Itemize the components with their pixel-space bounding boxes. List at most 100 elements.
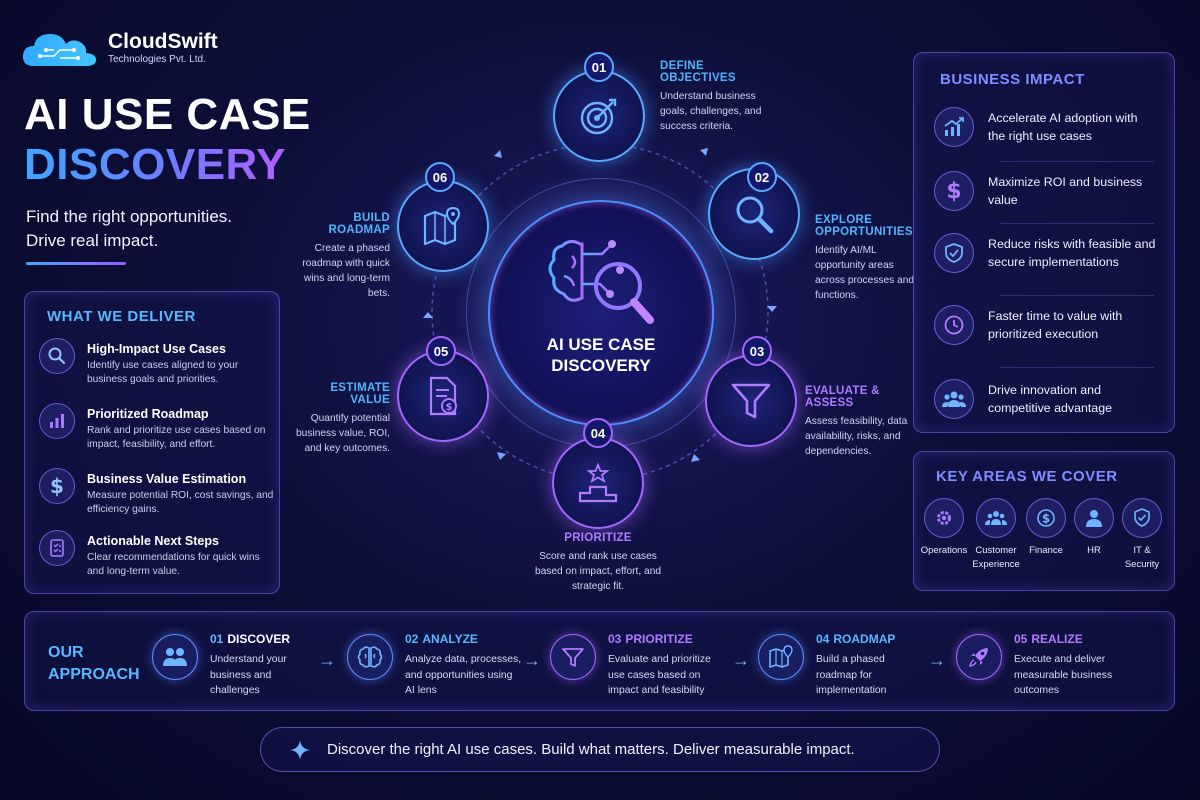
approach-step-text: Build a phased roadmap for implementatio…: [816, 654, 887, 696]
step-text: Score and rank use cases based on impact…: [534, 551, 662, 592]
area-label: Operations: [920, 545, 968, 556]
funnel-icon: [731, 383, 771, 419]
key-areas-panel: KEY AREAS WE COVER Operations Customer E…: [913, 451, 1175, 591]
brand-subtitle: Technologies Pvt. Ltd.: [108, 54, 206, 65]
map-pin-icon: [423, 206, 461, 246]
what-we-deliver-panel: WHAT WE DELIVER High-Impact Use Cases Id…: [24, 291, 280, 594]
team-icon: [934, 379, 974, 419]
approach-step-text: Analyze data, processes, and opportuniti…: [405, 654, 522, 696]
deliver-item-title: Business Value Estimation: [87, 472, 247, 486]
deliver-item-title: Actionable Next Steps: [87, 534, 219, 548]
impact-divider: [1000, 367, 1154, 368]
impact-divider: [1000, 295, 1154, 296]
deliver-item: Actionable Next Steps Clear recommendati…: [39, 530, 275, 579]
step-title: ESTIMATE VALUE: [330, 382, 390, 406]
target-icon: [580, 98, 617, 135]
impact-title: BUSINESS IMPACT: [940, 71, 1085, 88]
hero-tagline: Find the right opportunities. Drive real…: [26, 205, 232, 253]
trend-up-icon: [934, 107, 974, 147]
impact-item-text: Maximize ROI and business value: [988, 175, 1143, 207]
area-item: $ Finance: [1020, 498, 1072, 558]
approach-step-num: 02: [405, 632, 419, 646]
approach-step-num: 05: [1014, 632, 1028, 646]
impact-item-text: Reduce risks with feasible and secure im…: [988, 237, 1156, 269]
area-item: HR: [1068, 498, 1120, 558]
step-02-number: 02: [747, 162, 777, 192]
approach-step-num: 04: [816, 632, 830, 646]
step-title: EVALUATE & ASSESS: [805, 385, 880, 409]
approach-step-text: Evaluate and prioritize use cases based …: [608, 654, 711, 696]
rocket-icon: [956, 634, 1002, 680]
arrow-right-icon: →: [318, 650, 336, 670]
tagline-line2: Drive real impact.: [26, 231, 159, 250]
brain-magnifier-icon: [548, 239, 654, 324]
deliver-item-text: Rank and prioritize use cases based on i…: [87, 425, 266, 450]
search-icon: [39, 338, 75, 374]
impact-item-text: Accelerate AI adoption with the right us…: [988, 111, 1138, 143]
deliver-item-text: Identify use cases aligned to your busin…: [87, 360, 239, 385]
approach-step-num: 01: [210, 632, 224, 646]
checklist-icon: [39, 530, 75, 566]
core-title-line1: AI USE CASE: [546, 335, 656, 354]
step-06-node: [397, 180, 489, 272]
step-text: Assess feasibility, data availability, r…: [805, 416, 908, 457]
impact-divider: [1000, 161, 1154, 162]
shield-check-icon: [934, 233, 974, 273]
approach-title-line1: OUR: [48, 644, 84, 661]
impact-item-text: Drive innovation and competitive advanta…: [988, 383, 1112, 415]
deliver-item-title: Prioritized Roadmap: [87, 407, 209, 421]
step-title: BUILD ROADMAP: [328, 212, 390, 236]
approach-step-num: 03: [608, 632, 622, 646]
arrow-right-icon: →: [928, 650, 946, 670]
step-04-label: PRIORITIZE Score and rank use cases base…: [528, 532, 668, 594]
sparkle-icon: [290, 739, 310, 760]
impact-item: Accelerate AI adoption with the right us…: [934, 107, 1158, 147]
step-04-number: 04: [583, 418, 613, 448]
shield-check-icon: [1122, 498, 1162, 538]
impact-item: Reduce risks with feasible and secure im…: [934, 233, 1158, 273]
step-01-node: [553, 70, 645, 162]
map-pin-icon: [758, 634, 804, 680]
svg-text:$: $: [446, 402, 453, 413]
approach-step-name: REALIZE: [1031, 632, 1083, 646]
gear-icon: [924, 498, 964, 538]
impact-divider: [1000, 223, 1154, 224]
step-title: PRIORITIZE: [564, 532, 632, 544]
core-title: AI USE CASE DISCOVERY: [488, 334, 714, 376]
dollar-icon: $: [39, 468, 75, 504]
step-text: Create a phased roadmap with quick wins …: [302, 243, 390, 299]
step-02-node: [708, 168, 800, 260]
cloud-circuit-icon: [22, 34, 97, 66]
step-03-number: 03: [742, 336, 772, 366]
cycle-ring: [423, 143, 777, 481]
footer-banner: Discover the right AI use cases. Build w…: [260, 727, 940, 772]
step-05-number: 05: [426, 336, 456, 366]
deliver-item: High-Impact Use Cases Identify use cases…: [39, 338, 275, 387]
approach-step-text: Understand your business and challenges: [210, 654, 287, 696]
step-text: Quantify potential business value, ROI, …: [296, 413, 390, 454]
tagline-line1: Find the right opportunities.: [26, 207, 233, 226]
person-icon: [1074, 498, 1114, 538]
hero-title-line2: DISCOVERY: [24, 140, 287, 189]
step-06-number: 06: [425, 162, 455, 192]
area-item: Customer Experience: [970, 498, 1022, 572]
funnel-icon: [550, 634, 596, 680]
area-label: HR: [1087, 545, 1101, 556]
hero-title-line1: AI USE CASE: [24, 90, 311, 139]
approach-step-name: PRIORITIZE: [625, 632, 693, 646]
step-03-label: EVALUATE & ASSESS Assess feasibility, da…: [805, 385, 915, 459]
clock-icon: [934, 305, 974, 345]
people-icon: [976, 498, 1016, 538]
impact-item: $ Maximize ROI and business value: [934, 171, 1158, 211]
deliver-item-text: Clear recommendations for quick wins and…: [87, 552, 260, 577]
step-03-node: [705, 355, 797, 447]
approach-title-line2: APPROACH: [48, 666, 140, 683]
step-02-label: EXPLORE OPPORTUNITIES Identify AI/ML opp…: [815, 214, 915, 303]
approach-step-name: ANALYZE: [422, 632, 478, 646]
brand-logo: CloudSwift Technologies Pvt. Ltd.: [20, 26, 218, 70]
